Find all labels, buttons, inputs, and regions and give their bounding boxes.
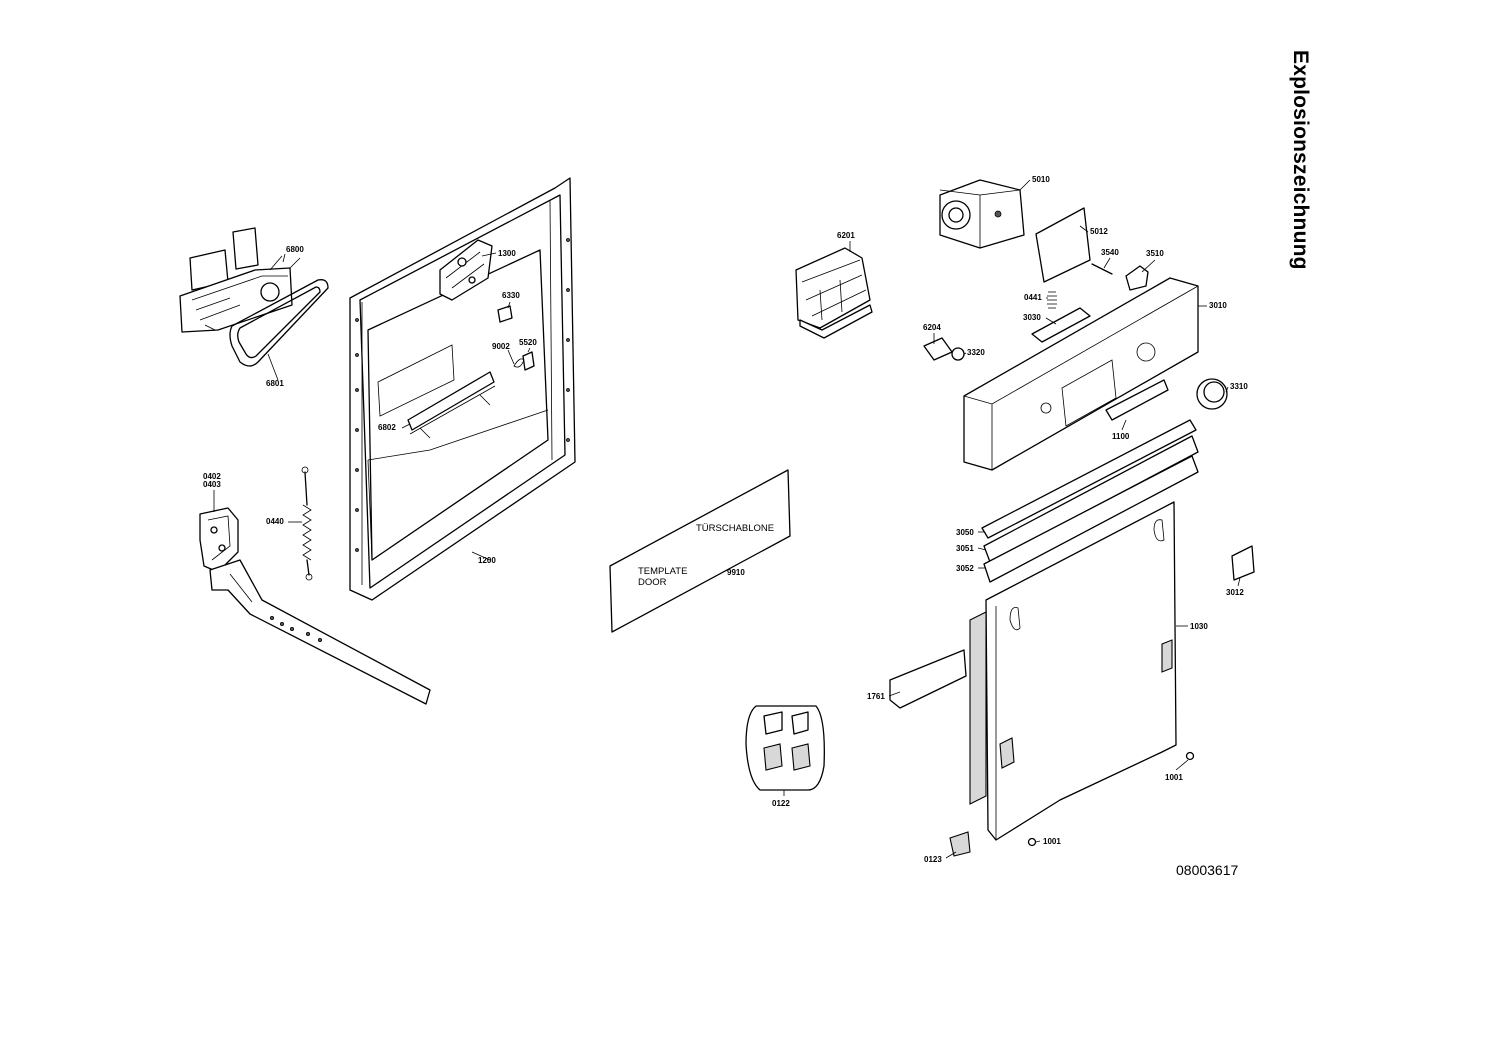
leader-lines bbox=[213, 179, 1241, 859]
part-label-0441: 0441 bbox=[1024, 293, 1042, 302]
part-6800-control-module bbox=[179, 227, 301, 333]
part-9910-template bbox=[609, 469, 791, 633]
part-label-6204: 6204 bbox=[923, 323, 941, 332]
part-3030-switch bbox=[1031, 307, 1091, 343]
part-0122-kit bbox=[745, 705, 825, 791]
template-text-line1: TEMPLATE bbox=[638, 566, 687, 577]
part-6330-block bbox=[497, 305, 513, 323]
part-label-6800: 6800 bbox=[286, 245, 304, 254]
part-label-5520: 5520 bbox=[519, 338, 537, 347]
part-1001-screw-lower bbox=[1027, 837, 1037, 847]
part-label-9002: 9002 bbox=[492, 342, 510, 351]
part-label-3051: 3051 bbox=[956, 544, 974, 553]
part-0402-hinge bbox=[199, 507, 431, 705]
diagram-title: Explosionszeichnung bbox=[1289, 50, 1312, 270]
part-label-1001a: 1001 bbox=[1165, 773, 1183, 782]
part-3012-bracket bbox=[1231, 545, 1255, 581]
part-label-0403: 0403 bbox=[203, 480, 221, 489]
part-3310-knob bbox=[1196, 378, 1228, 410]
part-label-3540: 3540 bbox=[1101, 248, 1119, 257]
part-6801-gasket bbox=[229, 279, 329, 367]
part-1300-door-lock bbox=[439, 239, 493, 301]
part-label-0123: 0123 bbox=[924, 855, 942, 864]
part-label-3510: 3510 bbox=[1146, 249, 1164, 258]
part-label-1200: 1200 bbox=[478, 556, 496, 565]
part-label-5012: 5012 bbox=[1090, 227, 1108, 236]
part-0123-bracket bbox=[949, 831, 971, 857]
part-5010-motor bbox=[939, 179, 1025, 249]
part-label-0402: 0402 bbox=[203, 472, 221, 481]
part-label-3010: 3010 bbox=[1209, 301, 1227, 310]
part-label-0122: 0122 bbox=[772, 799, 790, 808]
part-1100-bar bbox=[1105, 379, 1169, 421]
part-label-6802: 6802 bbox=[378, 423, 396, 432]
part-5520-clip bbox=[522, 351, 535, 371]
part-3540-rod bbox=[1091, 263, 1113, 275]
part-label-0440: 0440 bbox=[266, 517, 284, 526]
part-label-1030: 1030 bbox=[1190, 622, 1208, 631]
part-label-3030: 3030 bbox=[1023, 313, 1041, 322]
part-6204-button bbox=[923, 337, 965, 361]
part-label-3320: 3320 bbox=[967, 348, 985, 357]
part-label-1001b: 1001 bbox=[1043, 837, 1061, 846]
part-label-3052: 3052 bbox=[956, 564, 974, 573]
part-1001-screw bbox=[1185, 751, 1195, 761]
part-3010-control-panel bbox=[963, 277, 1199, 471]
part-label-9910: 9910 bbox=[727, 568, 745, 577]
part-1030-outer-door bbox=[985, 501, 1177, 841]
part-label-1300: 1300 bbox=[498, 249, 516, 258]
part-label-3012: 3012 bbox=[1226, 588, 1244, 597]
part-0441-spring bbox=[1047, 291, 1057, 309]
part-6201-module bbox=[795, 247, 873, 339]
part-label-1761: 1761 bbox=[867, 692, 885, 701]
template-text-top: TÜRSCHABLONE bbox=[696, 523, 774, 534]
part-3050-rails bbox=[981, 419, 1199, 583]
template-text-line2: DOOR bbox=[638, 577, 667, 588]
part-1200-inner-door bbox=[349, 177, 576, 601]
part-label-6801: 6801 bbox=[266, 379, 284, 388]
part-label-3310: 3310 bbox=[1230, 382, 1248, 391]
part-5012-plate bbox=[1035, 207, 1091, 283]
document-number: 08003617 bbox=[1176, 862, 1239, 878]
part-0440-spring bbox=[301, 466, 313, 581]
part-label-6330: 6330 bbox=[502, 291, 520, 300]
part-label-1100: 1100 bbox=[1112, 432, 1130, 441]
part-label-3050: 3050 bbox=[956, 528, 974, 537]
part-label-5010: 5010 bbox=[1032, 175, 1050, 184]
part-label-6201: 6201 bbox=[837, 231, 855, 240]
part-1761-insulation bbox=[889, 611, 987, 805]
